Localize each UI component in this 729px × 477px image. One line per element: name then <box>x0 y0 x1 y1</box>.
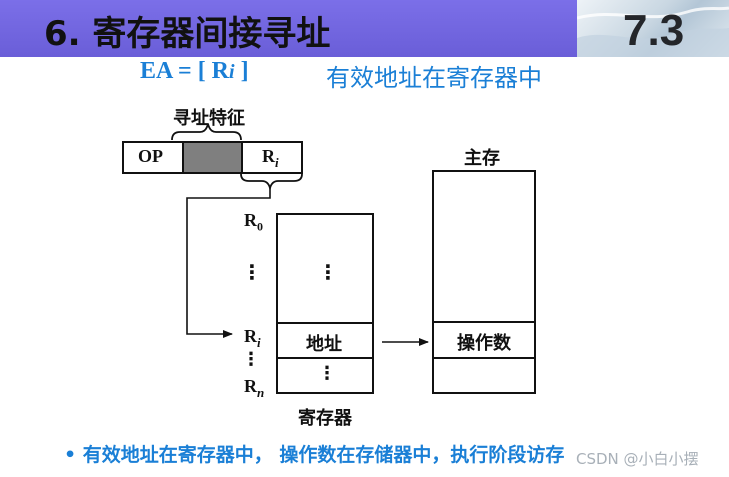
bullet-text: 有效地址在寄存器中， 操作数在存储器中，执行阶段访存 <box>83 444 565 466</box>
main-memory-bottom <box>432 357 536 394</box>
rn-sub: n <box>257 385 264 400</box>
r0-letter: R <box>244 210 257 230</box>
register-dots-inner: ⋮ <box>318 260 338 284</box>
ri-sub: i <box>257 335 261 350</box>
operand-cell-label: 操作数 <box>457 329 511 355</box>
main-memory-top <box>432 170 536 323</box>
register-dots-left-lower: ⋮ <box>242 349 260 370</box>
bullet-mark: • <box>64 444 76 466</box>
register-dots-inner-lower: ⋮ <box>318 363 336 384</box>
addressing-mode-label: 寻址特征 <box>173 104 245 130</box>
op-label: OP <box>138 146 163 167</box>
ri-field-letter: R <box>262 146 275 166</box>
summary-bullet: • 有效地址在寄存器中， 操作数在存储器中，执行阶段访存 <box>64 440 564 467</box>
ri-letter: R <box>244 326 257 346</box>
rn-letter: R <box>244 376 257 396</box>
main-memory-title: 主存 <box>464 144 500 170</box>
addressing-field <box>182 141 243 174</box>
r0-sub: 0 <box>257 220 263 234</box>
address-cell-label: 地址 <box>306 330 342 356</box>
register-rn-label: Rn <box>244 376 264 402</box>
ri-field-label: Ri <box>262 146 279 172</box>
register-ri-label: Ri <box>244 326 261 352</box>
ri-bracket <box>241 174 302 188</box>
register-r0-label: R0 <box>244 210 263 235</box>
register-dots-left: ⋮ <box>242 260 262 284</box>
ri-field-sub: i <box>275 155 279 170</box>
watermark: CSDN @小白小摆 <box>576 448 699 469</box>
register-file-caption: 寄存器 <box>298 404 352 430</box>
